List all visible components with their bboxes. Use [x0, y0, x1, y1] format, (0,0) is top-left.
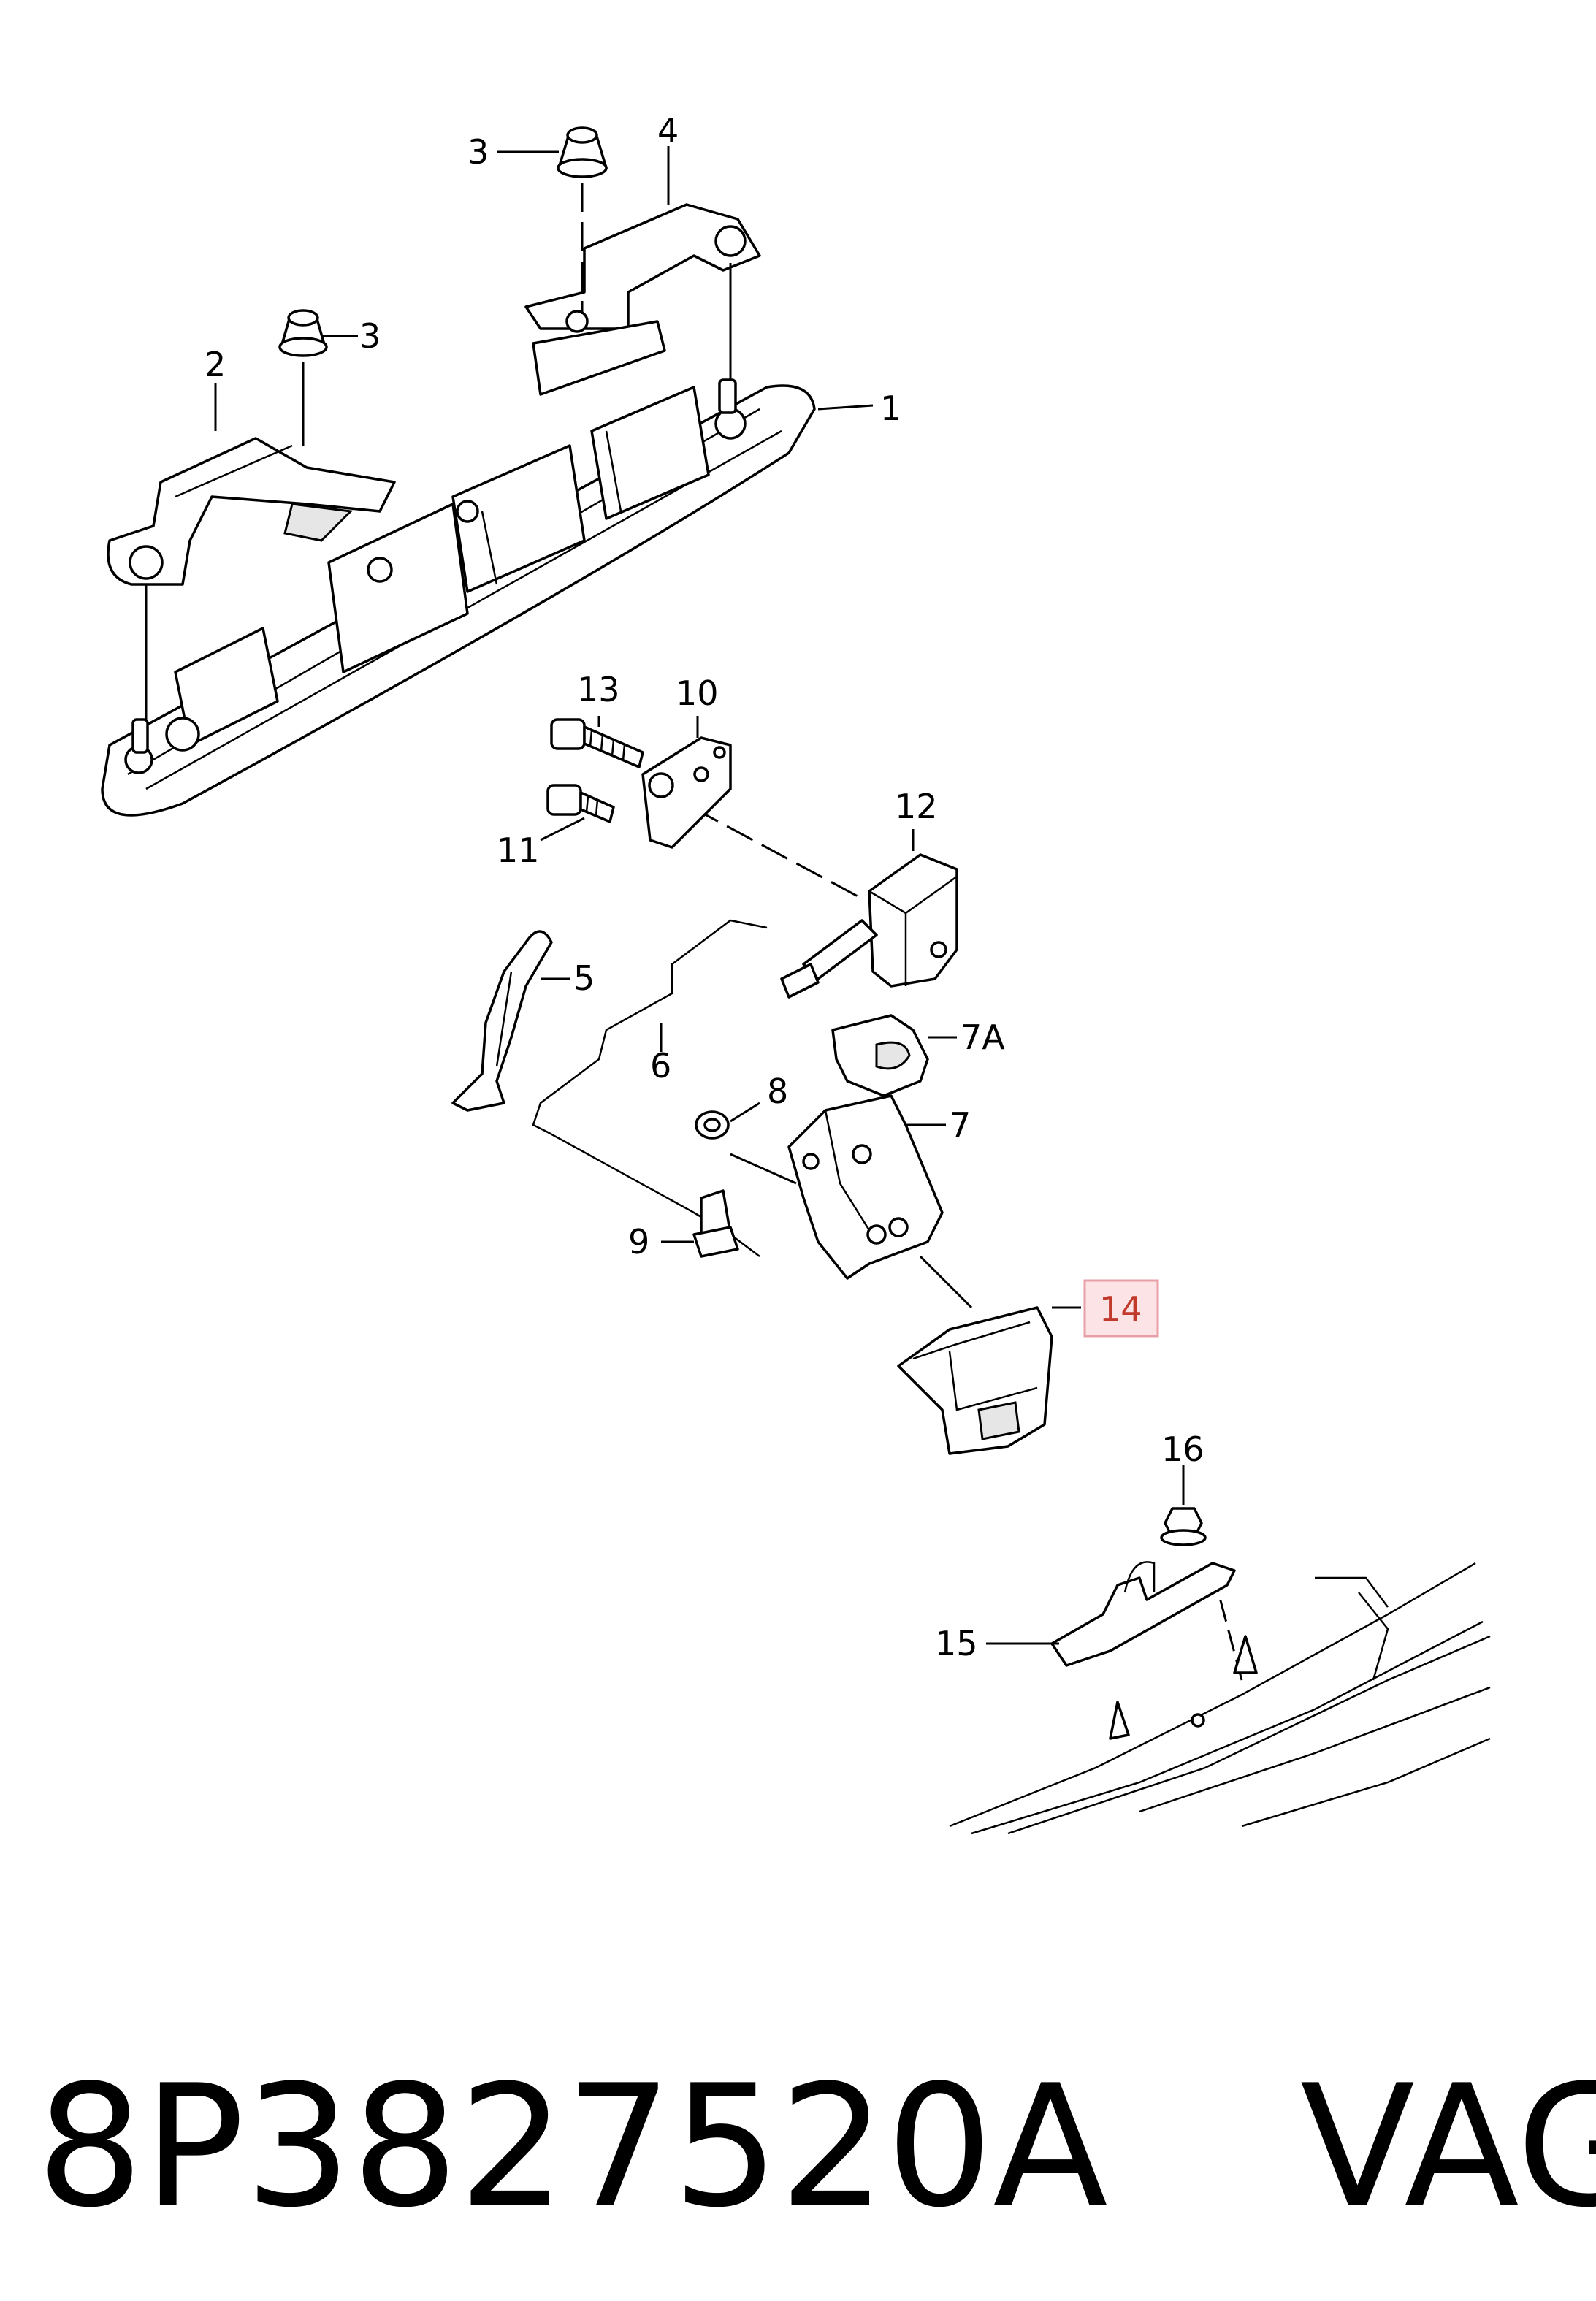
part-16-nut [1160, 1507, 1207, 1546]
part-3-nut-top [557, 126, 608, 178]
callout-4: 4 [657, 111, 679, 150]
callout-3-top: 3 [467, 132, 489, 172]
callout-9: 9 [628, 1222, 649, 1262]
callout-3-mid: 3 [359, 316, 381, 356]
callout-7a: 7A [961, 1018, 1005, 1057]
part-2-bracket [107, 437, 396, 586]
part-11-bolt [546, 784, 615, 823]
part-6-rod [532, 919, 768, 1257]
footer: 8P3827520A VAG [37, 2031, 1596, 2264]
part-5-lever [451, 930, 553, 1112]
part-15-bracket [1050, 1561, 1236, 1667]
part-4-bracket [524, 203, 761, 396]
part-8-washer [695, 1110, 730, 1140]
callout-11: 11 [497, 831, 540, 870]
callout-5: 5 [573, 958, 595, 998]
callout-13: 13 [577, 670, 620, 709]
part-10-plate [641, 736, 732, 849]
callout-1: 1 [880, 389, 901, 428]
leader-lines [214, 146, 1185, 1645]
assembly-lines [145, 183, 1243, 1681]
callout-14-highlight [1083, 1279, 1159, 1338]
callout-10: 10 [676, 673, 719, 713]
part-14-striker [897, 1306, 1053, 1455]
part-1-trim-strip [101, 378, 816, 817]
callout-8: 8 [767, 1072, 788, 1111]
body-panel [949, 1562, 1491, 1835]
callout-labels: 1 2 3 3 4 5 6 7 7A 8 9 10 11 12 13 14 15… [205, 111, 1204, 1663]
part-7-lock [787, 1094, 944, 1280]
brand-label: VAG [1299, 2050, 1596, 2245]
part-13-bolt [550, 718, 644, 768]
callout-6: 6 [650, 1046, 671, 1085]
callout-7: 7 [950, 1105, 971, 1145]
callout-14: 14 [1099, 1289, 1142, 1329]
callout-2: 2 [205, 345, 226, 384]
part-7a-cover [831, 1014, 929, 1097]
callout-15: 15 [935, 1624, 978, 1663]
part-12-actuator [780, 853, 958, 999]
callout-16: 16 [1161, 1430, 1204, 1469]
part-number: 8P3827520A [37, 2050, 1108, 2245]
callout-12: 12 [895, 787, 938, 826]
part-9-clip [692, 1189, 739, 1258]
part-3-nut-mid [278, 309, 328, 357]
